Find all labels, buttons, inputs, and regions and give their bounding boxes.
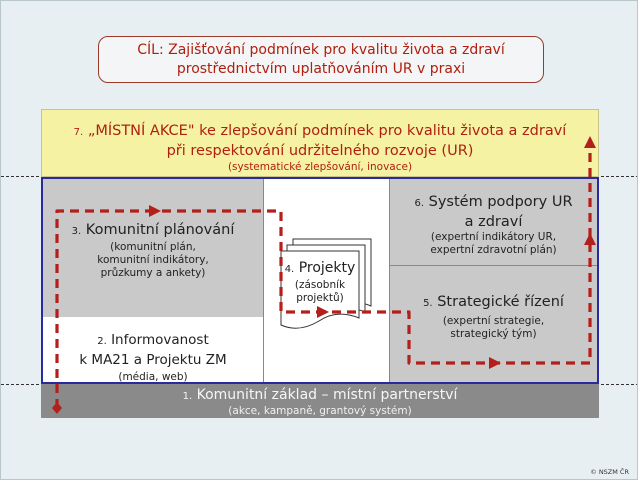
arrowhead-right-middle <box>317 306 329 318</box>
arrow-path-top-right <box>147 209 317 314</box>
community-planning-title: Komunitní plánování <box>85 222 235 238</box>
strategic-management-sub-2: strategický tým) <box>450 328 537 340</box>
projects-sub-1: (zásobník <box>294 279 346 291</box>
community-base-subtitle: (akce, kampaně, grantový systém) <box>228 405 412 417</box>
divider-right <box>389 179 390 382</box>
strategic-management-number: 5. <box>423 298 433 309</box>
support-system-box: 6. Systém podpory UR a zdraví (expertní … <box>390 179 597 265</box>
community-planning-number: 3. <box>71 226 82 237</box>
community-planning-title-row: 3. Komunitní plánování <box>43 221 263 241</box>
community-base-title: Komunitní základ – místní partnerství <box>196 387 458 403</box>
awareness-title-1: Informovanost <box>111 332 209 348</box>
awareness-subtitle: (média, web) <box>118 371 188 383</box>
community-planning-sub-2: komunitní indikátory, <box>97 254 209 266</box>
community-base-box: 1. Komunitní základ – místní partnerství… <box>41 384 599 418</box>
projects-number: 4. <box>284 264 295 275</box>
strategic-management-title: Strategické řízení <box>437 294 564 310</box>
support-system-title-2: a zdraví <box>464 214 523 230</box>
community-base-title-row: 1. Komunitní základ – místní partnerství <box>41 387 599 405</box>
arrowhead-right-top <box>149 205 161 217</box>
awareness-title-2: k MA21 a Projektu ZM <box>79 352 227 368</box>
local-action-line-1: 7. „MÍSTNÍ AKCE" ke zlepšování podmínek … <box>42 122 598 142</box>
projects-title: Projekty <box>298 260 356 276</box>
goal-box: CÍL: Zajišťování podmínek pro kvalitu ži… <box>98 36 544 83</box>
arrow-start-diamond <box>52 402 62 414</box>
arrow-path-middle-right <box>317 310 491 365</box>
community-planning-box: 3. Komunitní plánování (komunitní plán, … <box>43 179 263 317</box>
arrowhead-up-top <box>584 136 596 148</box>
community-planning-sub-3: průzkumy a ankety) <box>100 267 206 279</box>
goal-line-1: CÍL: Zajišťování podmínek pro kvalitu ži… <box>137 42 505 58</box>
arrow-path-left-up <box>55 209 147 408</box>
community-base-number: 1. <box>182 391 193 402</box>
local-action-line-2: při respektování udržitelného rozvoje (U… <box>166 143 474 159</box>
community-planning-sub-1: (komunitní plán, <box>110 241 196 253</box>
goal-line-2: prostřednictvím uplatňováním UR v praxi <box>176 61 466 77</box>
awareness-box: 2. Informovanost k MA21 a Projektu ZM (m… <box>43 319 263 383</box>
strategic-management-sub-1: (expertní strategie, <box>442 315 545 327</box>
support-system-title-row: 6. Systém podpory UR <box>390 193 597 213</box>
awareness-number: 2. <box>97 336 107 347</box>
divider-right-horizontal <box>390 265 597 266</box>
arrowhead-up-right <box>584 233 596 245</box>
support-system-number: 6. <box>414 198 425 209</box>
copyright-text: © NSZM ČR <box>590 468 629 476</box>
local-action-subtitle: (systematické zlepšování, inovace) <box>227 161 413 173</box>
local-action-box: 7. „MÍSTNÍ AKCE" ke zlepšování podmínek … <box>41 109 599 177</box>
arrow-heads <box>52 136 596 414</box>
document-stack-icon <box>280 238 372 329</box>
awareness-title-row: 2. Informovanost <box>43 331 263 351</box>
projects-label: 4. Projekty (zásobník projektů) <box>281 259 359 305</box>
arrowhead-right-bottom <box>489 357 501 369</box>
process-arrows <box>55 139 592 408</box>
support-system-sub-2: expertní zdravotní plán) <box>430 244 557 256</box>
local-action-title: „MÍSTNÍ AKCE" ke zlepšování podmínek pro… <box>87 123 567 139</box>
local-action-number: 7. <box>73 127 84 138</box>
divider-left <box>263 179 264 382</box>
arrow-path-right-up <box>491 139 592 365</box>
projects-sub-2: projektů) <box>296 292 344 304</box>
projects-title-row: 4. Projekty <box>281 259 359 279</box>
support-system-title-1: Systém podpory UR <box>428 194 573 210</box>
strategic-management-title-row: 5. Strategické řízení <box>390 293 597 313</box>
support-system-sub-1: (expertní indikátory UR, <box>430 231 557 243</box>
